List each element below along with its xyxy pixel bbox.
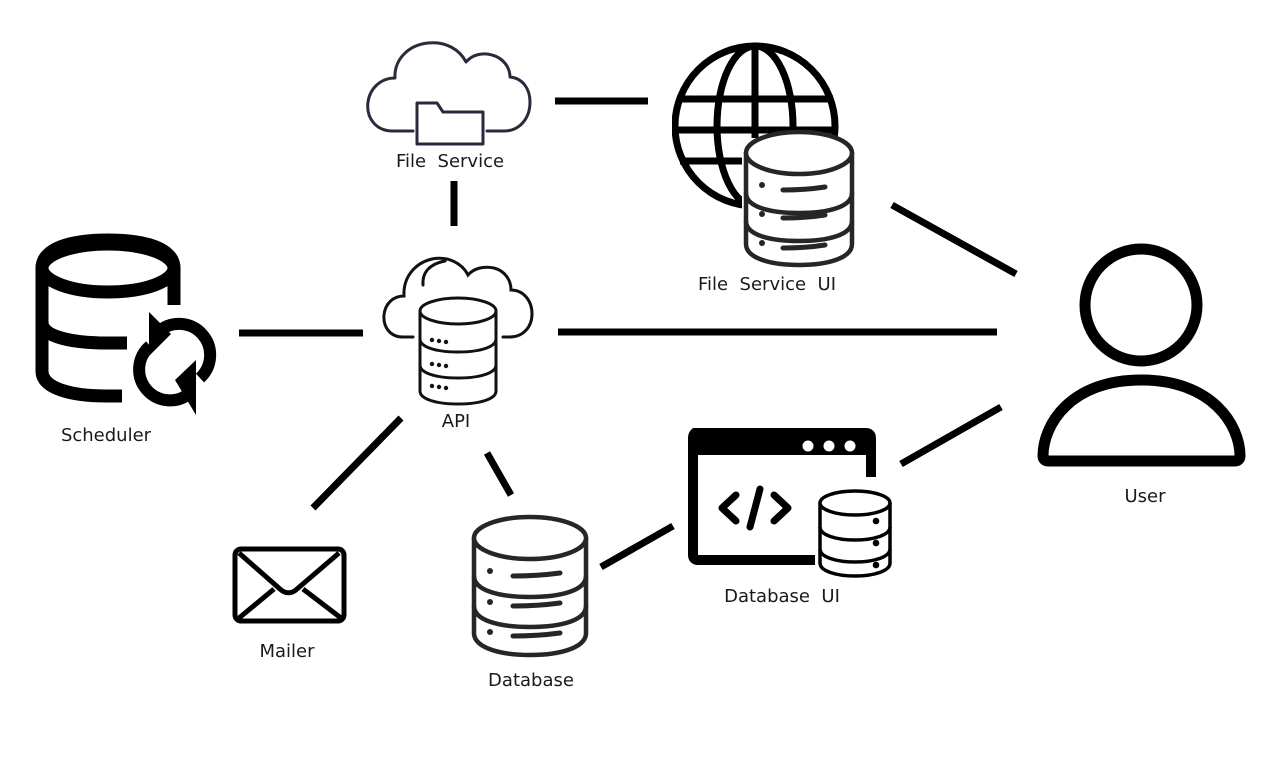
edge-api-to-database <box>483 451 515 497</box>
node-label-mailer: Mailer <box>259 641 315 662</box>
edge-file-service-ui-to-user <box>890 201 1018 278</box>
node-label-file-service-ui: File Service UI <box>697 274 837 295</box>
cloud-database-icon <box>382 256 534 406</box>
envelope-icon <box>232 546 347 624</box>
cloud-folder-icon <box>366 41 532 146</box>
node-label-database: Database <box>488 670 574 691</box>
node-label-file-service: File Service <box>395 151 505 172</box>
globe-database-icon <box>672 42 855 268</box>
node-label-user: User <box>1124 486 1166 507</box>
node-label-api: API <box>441 411 471 432</box>
edge-database-to-database-ui <box>599 522 675 571</box>
node-label-scheduler: Scheduler <box>60 425 152 446</box>
database-icon <box>471 514 589 658</box>
database-sync-icon <box>35 233 217 415</box>
code-window-database-icon <box>688 428 892 578</box>
edge-database-ui-to-user <box>899 403 1003 468</box>
user-icon <box>1037 243 1246 467</box>
node-label-database-ui: Database UI <box>724 586 840 607</box>
edge-api-to-mailer <box>310 415 404 511</box>
